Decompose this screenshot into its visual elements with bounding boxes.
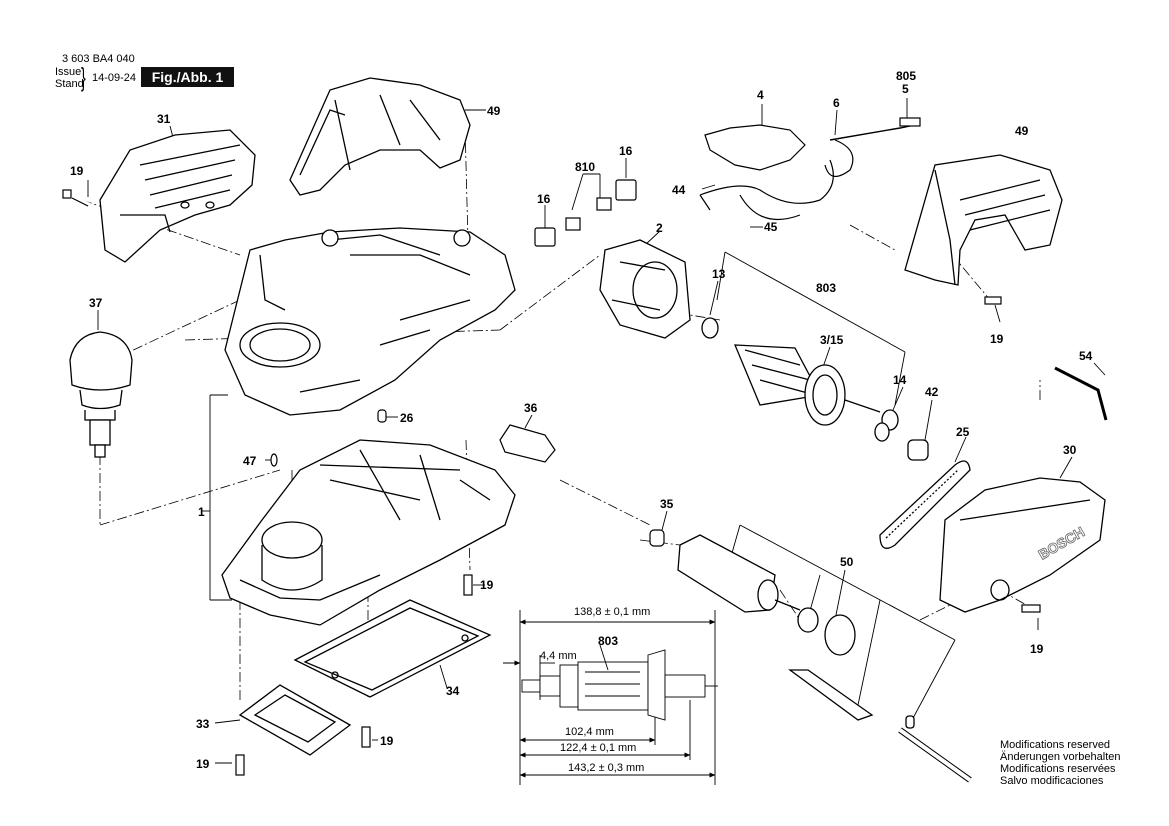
screw-19-cover — [1021, 604, 1041, 613]
part-31-cover — [99, 129, 256, 263]
label-part-16-a: 16 — [537, 192, 551, 206]
label-part-19-f: 19 — [1030, 642, 1044, 656]
figure-label: Fig./Abb. 1 — [141, 67, 234, 87]
modifications-notice: Modifications reserved Änderungen vorbeh… — [1000, 739, 1120, 787]
part-1-housing-top — [224, 227, 516, 416]
part-1-housing-base — [221, 439, 516, 626]
part-49-right-handle — [904, 154, 1063, 286]
label-part-4: 4 — [757, 88, 764, 102]
part-50-cutter-drum — [677, 534, 972, 783]
part-36-clip — [499, 424, 556, 463]
label-part-35: 35 — [660, 497, 674, 511]
label-part-36: 36 — [524, 401, 538, 415]
issue-label: Issue — [55, 66, 82, 78]
label-part-805: 805 — [896, 69, 916, 83]
screw-19-bottom-group — [235, 574, 473, 776]
part-labels: 1 2 4 5 6 13 14 16 16 19 19 19 19 19 19 … — [70, 69, 1093, 771]
label-part-47: 47 — [243, 454, 257, 468]
dim-overall-small: 138,8 ± 0,1 mm — [574, 606, 650, 618]
part-4-cable-assembly — [699, 117, 921, 221]
label-part-34: 34 — [446, 684, 460, 698]
part-54-hex-key — [1054, 366, 1108, 421]
label-part-19-d: 19 — [196, 757, 210, 771]
label-part-44: 44 — [672, 183, 686, 197]
part-37-knob — [69, 331, 133, 458]
label-part-54: 54 — [1079, 349, 1093, 363]
label-part-26: 26 — [400, 411, 414, 425]
label-part-803-b: 803 — [598, 634, 618, 648]
label-part-49-b: 49 — [1015, 124, 1029, 138]
part-25-belt — [879, 460, 971, 549]
label-part-33: 33 — [196, 717, 210, 731]
part-35-bearing — [649, 529, 665, 547]
label-part-14: 14 — [893, 373, 907, 387]
dimension-labels: 138,8 ± 0,1 mm 4,4 mm 102,4 mm 122,4 ± 0… — [540, 606, 650, 774]
leader-lines — [87, 98, 1106, 764]
part-2-stator — [599, 239, 691, 339]
dim-mid: 122,4 ± 0,1 mm — [560, 742, 636, 754]
label-part-5: 5 — [902, 82, 909, 96]
label-part-19-a: 19 — [70, 164, 84, 178]
dimension-drawing — [503, 610, 718, 785]
dim-overall: 143,2 ± 0,3 mm — [568, 762, 644, 774]
dim-core: 102,4 mm — [565, 726, 614, 738]
part-49-upper-shell — [289, 77, 471, 196]
label-part-13: 13 — [712, 267, 726, 281]
brace-glyph: } — [81, 62, 86, 92]
notice-fr: Modifications reservées — [1000, 763, 1116, 775]
label-part-37: 37 — [89, 296, 103, 310]
notice-es: Salvo modificaciones — [1000, 775, 1104, 787]
label-part-30: 30 — [1063, 443, 1077, 457]
label-part-19-b: 19 — [480, 578, 494, 592]
label-part-42: 42 — [925, 385, 939, 399]
label-part-31: 31 — [157, 112, 171, 126]
label-part-25: 25 — [956, 425, 970, 439]
label-part-16-b: 16 — [619, 144, 633, 158]
label-part-6: 6 — [833, 96, 840, 110]
document-number: 3 603 BA4 040 — [62, 53, 135, 65]
screw-19-right — [984, 296, 1002, 305]
part-47 — [270, 453, 278, 467]
part-803-armature — [701, 317, 929, 461]
part-30-belt-cover — [939, 477, 1106, 613]
notice-de: Änderungen vorbehalten — [1000, 751, 1121, 763]
label-part-49-a: 49 — [487, 104, 501, 118]
label-part-810: 810 — [575, 160, 595, 174]
assembly-lines — [81, 124, 1041, 700]
stand-label: Stand — [55, 78, 84, 90]
label-part-45: 45 — [764, 220, 778, 234]
dim-shaft-end: 4,4 mm — [540, 650, 577, 662]
label-part-19-c: 19 — [380, 734, 394, 748]
label-part-2: 2 — [656, 221, 663, 235]
label-part-3-15: 3/15 — [820, 333, 844, 347]
screw-19-left — [62, 189, 91, 207]
part-33-bracket — [238, 684, 352, 756]
notice-en: Modifications reserved — [1000, 739, 1111, 751]
label-part-19-e: 19 — [990, 332, 1004, 346]
issue-date: 14-09-24 — [92, 72, 137, 84]
label-part-1: 1 — [198, 505, 205, 519]
part-16-switch — [534, 179, 637, 247]
label-part-803-a: 803 — [816, 281, 836, 295]
part-34-sole-plate — [293, 599, 492, 698]
part-26-plug — [377, 409, 387, 423]
label-part-50: 50 — [840, 555, 854, 569]
